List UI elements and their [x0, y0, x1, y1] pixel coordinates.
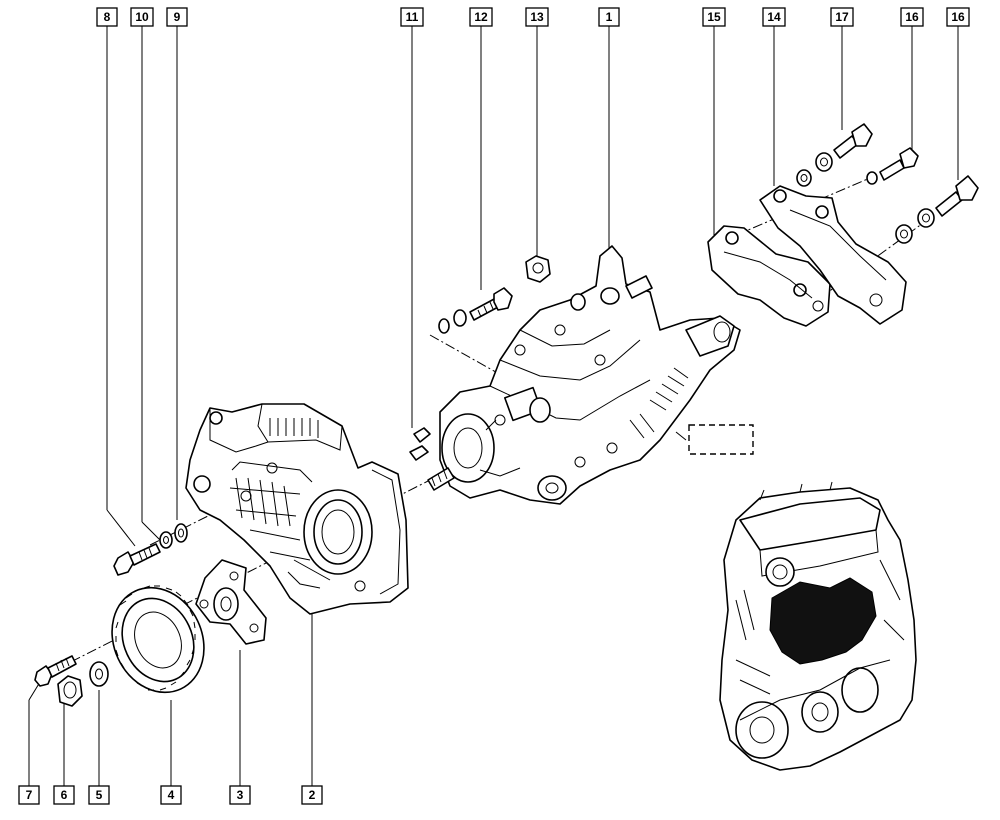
dashed-placeholder-box [675, 424, 754, 455]
svg-text:12: 12 [474, 10, 488, 24]
svg-text:6: 6 [61, 788, 68, 802]
callout-16b: 16 [946, 7, 970, 27]
callout-7: 7 [18, 785, 40, 805]
callout-16a: 16 [900, 7, 924, 27]
svg-text:10: 10 [135, 10, 149, 24]
hub-3-part [195, 559, 267, 645]
svg-text:1: 1 [606, 10, 613, 24]
callout-9: 9 [166, 7, 188, 27]
rear-bracket-15-part [707, 225, 831, 327]
svg-text:9: 9 [174, 10, 181, 24]
washer-10-part [159, 531, 173, 549]
svg-text:16: 16 [951, 10, 965, 24]
key-11-part [409, 427, 431, 461]
bolt-16b-part [895, 175, 979, 244]
injection-pump-1-part [427, 245, 741, 505]
callout-10: 10 [130, 7, 154, 27]
callout-14: 14 [762, 7, 786, 27]
bolt-8-part [113, 543, 161, 576]
engine-location-inset [719, 481, 917, 771]
svg-text:14: 14 [767, 10, 781, 24]
svg-text:7: 7 [26, 788, 33, 802]
svg-text:8: 8 [104, 10, 111, 24]
callout-12: 12 [469, 7, 493, 27]
bolt-12-part [438, 287, 513, 334]
callout-1: 1 [598, 7, 620, 27]
svg-text:5: 5 [96, 788, 103, 802]
callout-4: 4 [160, 785, 182, 805]
bolt-17-part [796, 123, 873, 187]
bracket-2-part [185, 403, 409, 615]
svg-text:11: 11 [406, 10, 419, 24]
bolt-7-part [34, 655, 77, 687]
bracket-14-part [759, 185, 907, 325]
svg-text:17: 17 [835, 10, 849, 24]
callout-6: 6 [53, 785, 75, 805]
washer-9-part [174, 523, 188, 543]
sprocket-4-part [111, 585, 205, 694]
leader-lines [28, 26, 959, 786]
callout-5: 5 [88, 785, 110, 805]
washer-5-part [89, 661, 109, 687]
nut-6-part [57, 675, 83, 707]
svg-text:4: 4 [168, 788, 175, 802]
nut-13-part [525, 255, 551, 283]
svg-text:3: 3 [237, 788, 244, 802]
svg-text:16: 16 [905, 10, 919, 24]
bolt-16a-part [866, 147, 919, 185]
svg-text:2: 2 [309, 788, 316, 802]
callout-17: 17 [830, 7, 854, 27]
svg-text:13: 13 [530, 10, 544, 24]
callout-11: 11 [400, 7, 424, 27]
callout-15: 15 [702, 7, 726, 27]
callout-2: 2 [301, 785, 323, 805]
callout-13: 13 [525, 7, 549, 27]
callout-8: 8 [96, 7, 118, 27]
svg-text:15: 15 [707, 10, 721, 24]
callout-3: 3 [229, 785, 251, 805]
